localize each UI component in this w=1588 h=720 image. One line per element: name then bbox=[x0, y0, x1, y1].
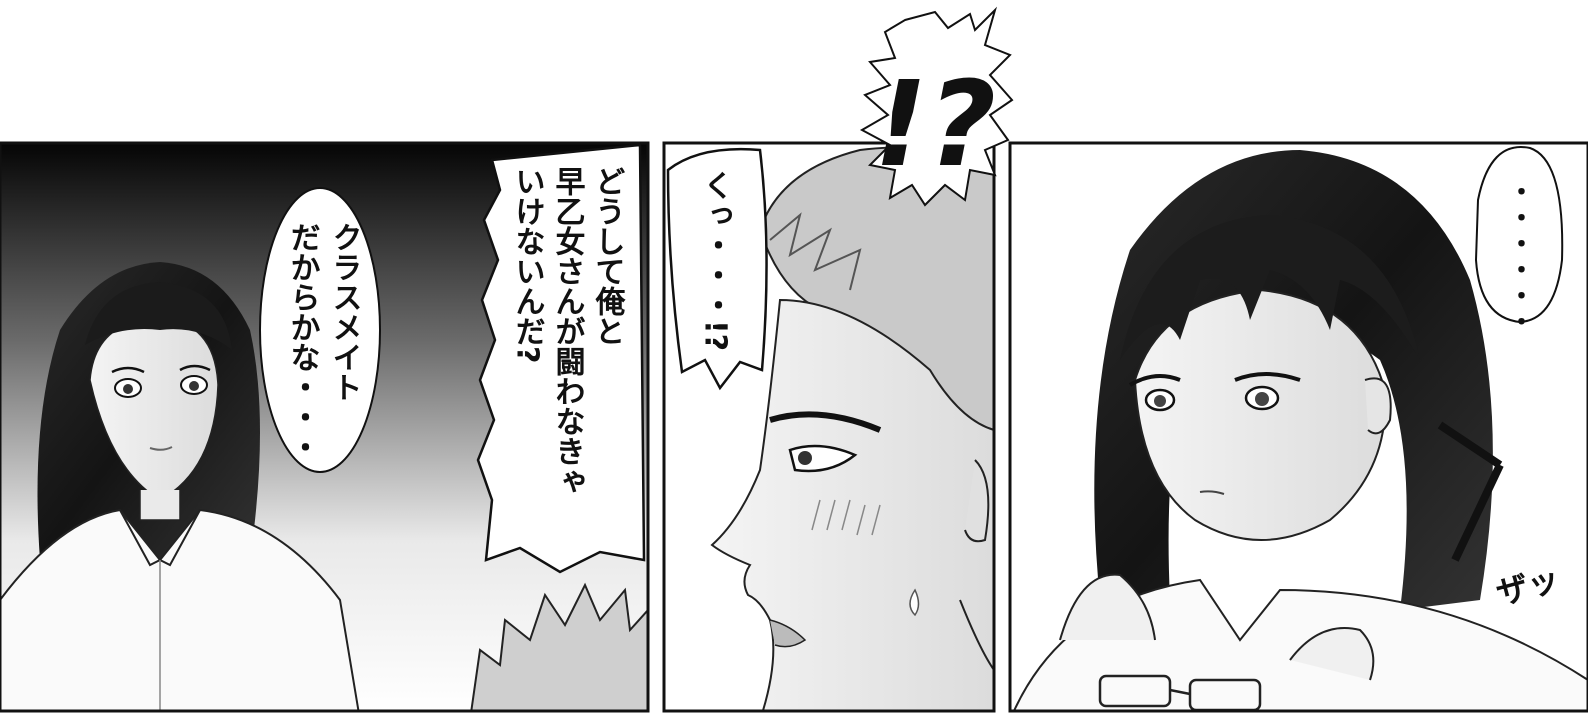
girl-character-illustration bbox=[0, 262, 360, 711]
speech-bubble-doushite: どうして俺と 早乙女さんが闘わなきゃ いけないんだ? bbox=[476, 143, 646, 574]
bubble-text-doushite-line-3: いけないんだ? bbox=[510, 166, 545, 363]
speech-bubble-classmate: クラスメイト だからかな・・・ bbox=[259, 187, 381, 473]
bubble-text-classmate-line-1: クラスメイト bbox=[327, 222, 362, 402]
speech-bubble-kuttsu: くっ・・・!? bbox=[666, 147, 768, 391]
panel-1: どうして俺と 早乙女さんが闘わなきゃ いけないんだ? クラスメイト だからかな・… bbox=[0, 141, 650, 713]
panel-3: ザッ ・・・・・・ bbox=[1008, 141, 1588, 713]
bubble-text-classmate-line-2: だからかな・・・ bbox=[285, 222, 320, 462]
bubble-text-doushite-line-1: どうして俺と bbox=[590, 166, 627, 346]
panel-3-border bbox=[1008, 141, 1588, 713]
boy-character-illustration bbox=[710, 146, 994, 711]
sound-effect-surprise: !? bbox=[859, 6, 1014, 207]
girl-with-glasses-illustration bbox=[1012, 150, 1588, 711]
panel-2-border bbox=[662, 141, 996, 713]
speech-bubble-ellipsis: ・・・・・・ bbox=[1474, 146, 1564, 334]
boy-hair-illustration bbox=[470, 582, 648, 711]
panel-2: くっ・・・!? bbox=[662, 141, 996, 713]
bubble-text-doushite-line-2: 早乙女さんが闘わなきゃ bbox=[550, 166, 586, 496]
sound-effect-surprise-text: !? bbox=[874, 55, 996, 193]
bubble-text-kuttsu: くっ・・・!? bbox=[698, 170, 733, 351]
bubble-text-ellipsis: ・・・・・・ bbox=[1504, 178, 1534, 334]
panel-1-border bbox=[0, 141, 650, 713]
